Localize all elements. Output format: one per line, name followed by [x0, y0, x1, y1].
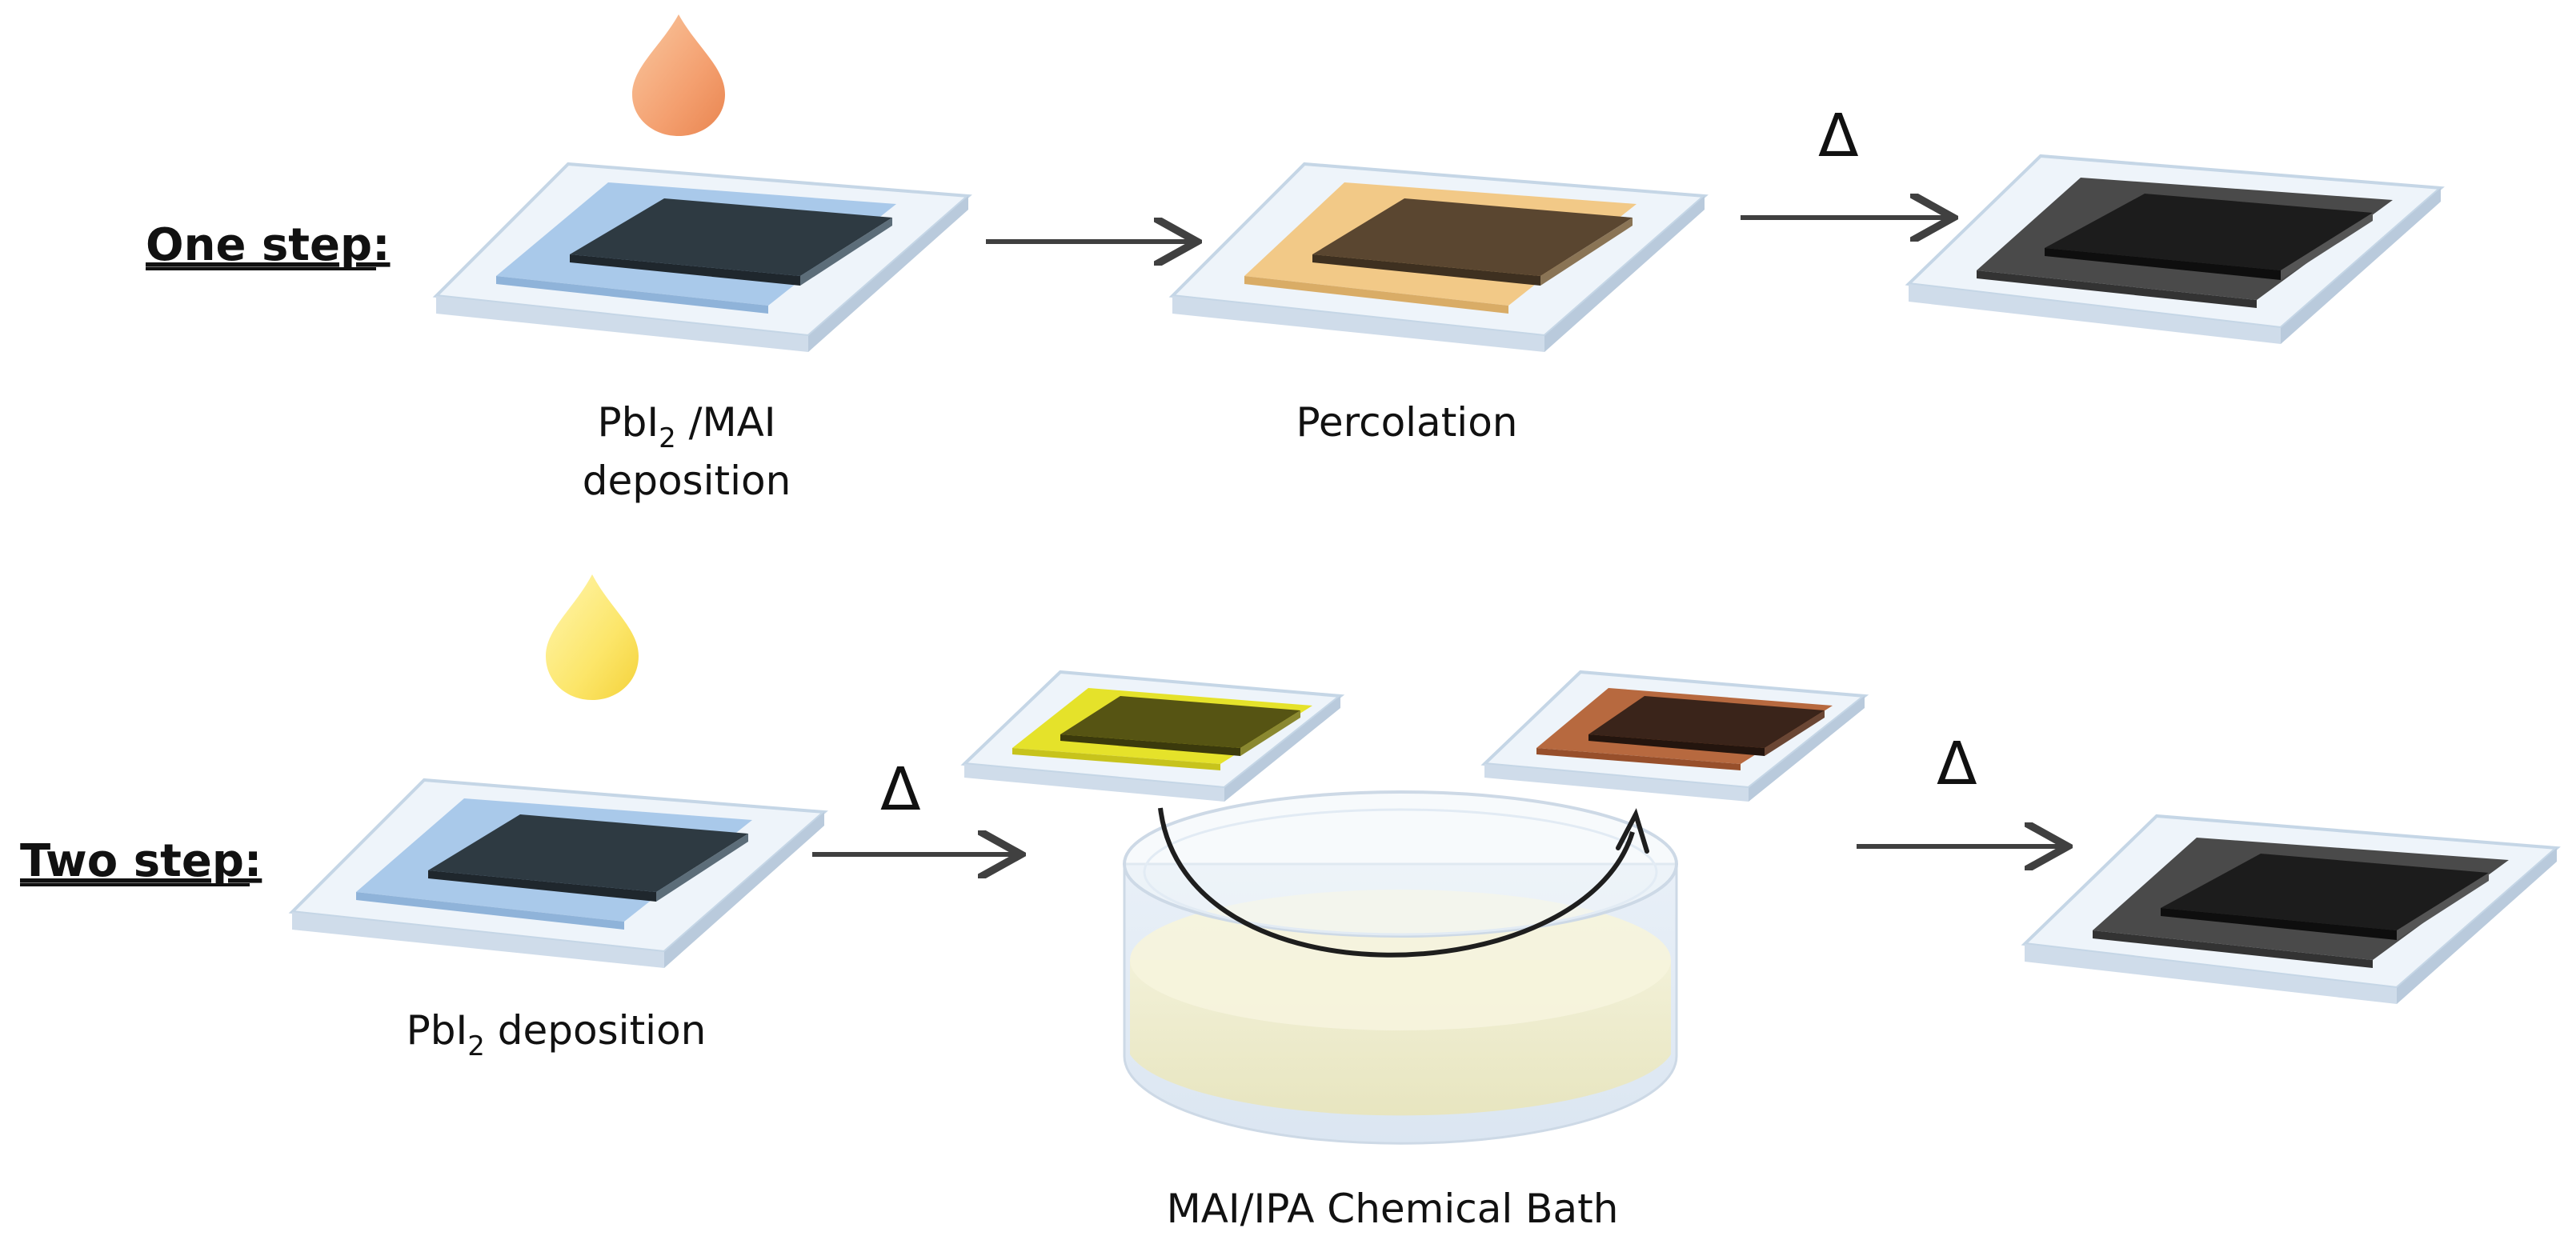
one-step-label: One step: [146, 219, 391, 271]
caption-pbi2-mai: PbI2 /MAI [597, 399, 775, 454]
caption-deposition: deposition [583, 458, 791, 504]
heat-symbol-two-step-2: Δ [1937, 730, 1977, 798]
substrate-pbi2 [288, 778, 828, 968]
caption-chemical-bath: MAI/IPA Chemical Bath [1167, 1186, 1619, 1232]
substrate-perovskite-two-step [2021, 814, 2561, 1004]
heat-symbol-two-step-1: Δ [880, 755, 921, 824]
substrate-mai-converted [1480, 670, 1869, 802]
orange-droplet-icon [632, 14, 725, 136]
immersion-arrow [1158, 807, 1635, 958]
yellow-droplet-icon [546, 574, 639, 700]
caption-percolation: Percolation [1296, 399, 1518, 446]
substrate-percolation [1168, 162, 1709, 352]
chemical-bath [1123, 790, 1678, 1145]
caption-pbi2-deposition: PbI2 deposition [407, 1007, 707, 1062]
immersion-arrowhead [1616, 808, 1649, 854]
two-step-label: Two step: [20, 835, 262, 887]
heat-symbol-one-step: Δ [1818, 102, 1859, 170]
substrate-perovskite-one-step [1905, 154, 2445, 344]
substrate-pbi2-mai [432, 162, 972, 352]
substrate-pbi2-annealed [960, 670, 1345, 802]
